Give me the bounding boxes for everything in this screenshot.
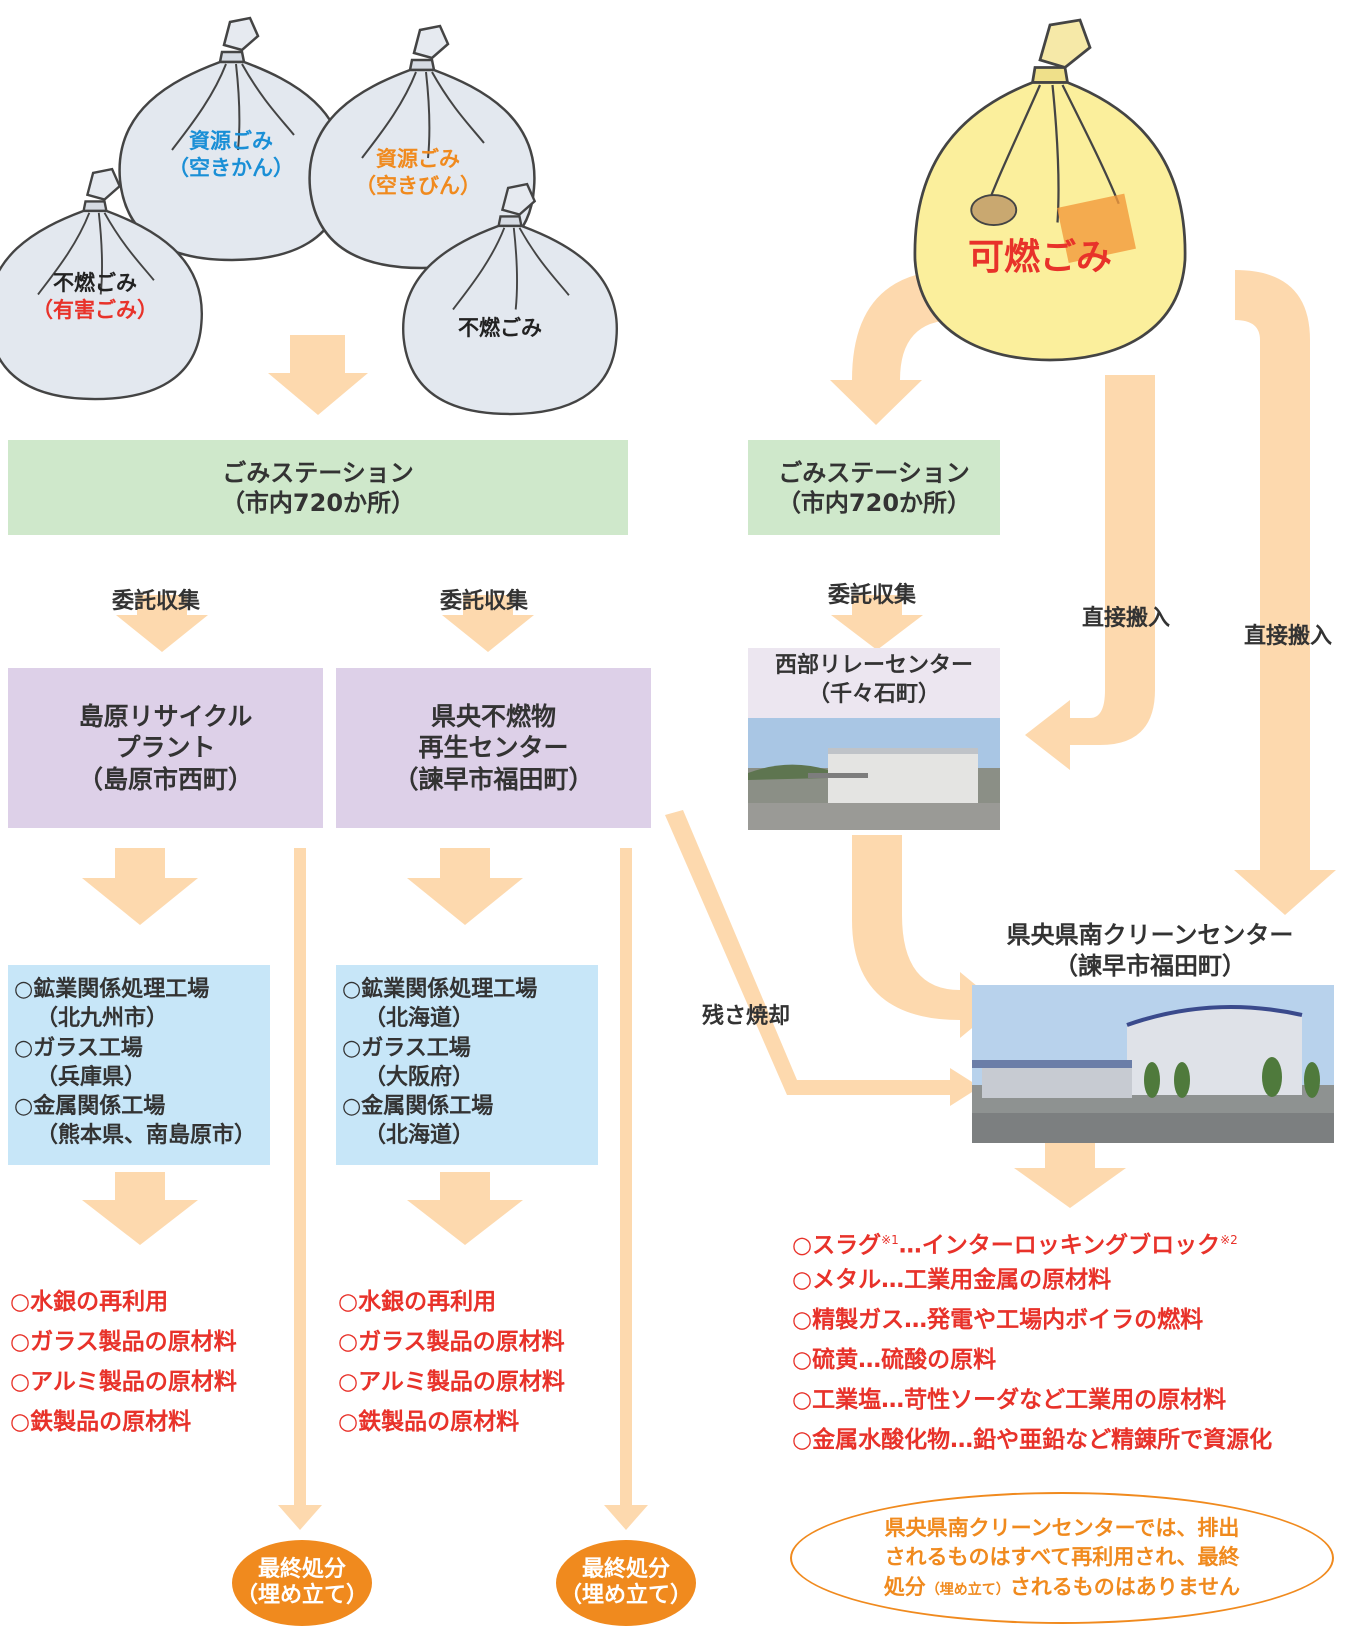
dest-left-item: ○鉱業関係処理工場 [14, 977, 210, 1002]
bag-label-shigen-bin: 資源ごみ（空きびん） [355, 147, 481, 199]
relay-center-location: （千々石町） [807, 681, 940, 707]
line-kenou-final [620, 848, 632, 1508]
use-right-slag: ○スラグ※1…インターロッキングブロック※2 [792, 1232, 1238, 1259]
garbage-bags [0, 16, 1187, 416]
use-left-item: ○アルミ製品の原材料 [10, 1369, 237, 1395]
dest-left-item: ○金属関係工場 [14, 1094, 166, 1119]
dest-mid-item: （北海道） [364, 1123, 475, 1149]
final-disposal-left: 最終処分（埋め立て） [232, 1540, 372, 1626]
label-itaku-2: 委託収集 [440, 589, 529, 614]
line-shimabara-final [294, 848, 306, 1508]
arrow-shimabara-to-dest [82, 848, 198, 925]
uses-mid: ○水銀の再利用 ○ガラス製品の原材料 ○アルミ製品の原材料 ○鉄製品の原材料 [338, 1282, 565, 1442]
use-right-item: ○硫黄…硫酸の原料 [792, 1347, 997, 1373]
use-mid-item: ○鉄製品の原材料 [338, 1409, 520, 1435]
final-disposal-mid: 最終処分（埋め立て） [556, 1540, 696, 1626]
dest-left-item: （兵庫県） [36, 1064, 147, 1090]
arrow-direct-to-clean [1234, 270, 1336, 915]
note-line-1: 県央県南クリーンセンターでは、排出 [884, 1515, 1240, 1540]
bag-label-funen-yugai: 不燃ごみ（有害ごみ） [32, 271, 158, 323]
station-right: ごみステーション（市内720か所） [748, 440, 1000, 535]
use-left-item: ○鉄製品の原材料 [10, 1409, 192, 1435]
dest-mid-item: ○金属関係工場 [342, 1094, 494, 1119]
arrow-station-to-kenou [442, 595, 534, 652]
arrow-bags-to-station [268, 335, 368, 415]
label-zansa: 残さ焼却 [702, 1004, 791, 1029]
arrow-kanen-to-station [830, 270, 955, 425]
line-zansa [665, 810, 955, 1095]
relay-center-card: 西部リレーセンター （千々石町） [748, 648, 1000, 830]
arrow-dest-left-to-uses [82, 1172, 198, 1245]
use-left-item: ○水銀の再利用 [10, 1289, 169, 1315]
bag-kanen [913, 18, 1187, 362]
dest-mid-item: （大阪府） [364, 1064, 475, 1090]
arrowhead-zansa [950, 1068, 980, 1106]
label-chokusetsu-2: 直接搬入 [1244, 624, 1333, 649]
plant-kenou: 県央不燃物再生センター（諫早市福田町） [336, 668, 651, 828]
uses-left: ○水銀の再利用 ○ガラス製品の原材料 ○アルミ製品の原材料 ○鉄製品の原材料 [10, 1282, 237, 1442]
arrow-kenou-to-dest [407, 848, 523, 925]
use-right-item: ○精製ガス…発電や工場内ボイラの燃料 [792, 1307, 1204, 1333]
destinations-mid: ○鉱業関係処理工場 （北海道） ○ガラス工場 （大阪府） ○金属関係工場 （北海… [336, 965, 598, 1165]
clean-center-photo [972, 985, 1334, 1143]
label-chokusetsu-1: 直接搬入 [1082, 606, 1171, 631]
arrowhead-final-left [278, 1505, 322, 1530]
clean-center-title: 県央県南クリーンセンター（諫早市福田町） [1006, 921, 1294, 981]
destinations-left: ○鉱業関係処理工場 （北九州市） ○ガラス工場 （兵庫県） ○金属関係工場 （熊… [8, 965, 270, 1165]
arrow-relay-to-clean [852, 835, 1000, 1038]
bag-label-shigen-kan: 資源ごみ（空きかん） [168, 129, 294, 181]
note-line-3: 処分（埋め立て）されるものはありません [883, 1574, 1241, 1599]
use-left-item: ○ガラス製品の原材料 [10, 1329, 237, 1355]
arrow-station-to-shimabara [116, 595, 208, 652]
dest-mid-item: （北海道） [364, 1006, 475, 1032]
relay-center-photo [748, 718, 1000, 830]
note-line-2: されるものはすべて再利用され、最終 [884, 1545, 1240, 1570]
use-mid-item: ○ガラス製品の原材料 [338, 1329, 565, 1355]
use-right-item: ○金属水酸化物…鉛や亜鉛など精錬所で資源化 [792, 1427, 1273, 1453]
use-mid-item: ○水銀の再利用 [338, 1289, 497, 1315]
bag-label-kanen: 可燃ごみ [968, 237, 1113, 278]
dest-mid-item: ○ガラス工場 [342, 1035, 471, 1061]
arrowhead-final-mid [604, 1505, 648, 1530]
arrow-dest-mid-to-uses [407, 1172, 523, 1245]
uses-right: ○スラグ※1…インターロッキングブロック※2 ○メタル…工業用金属の原材料 ○精… [792, 1220, 1272, 1460]
use-mid-item: ○アルミ製品の原材料 [338, 1369, 565, 1395]
dest-left-item: （熊本県、南島原市） [36, 1123, 257, 1149]
arrow-direct-to-relay [1025, 375, 1155, 770]
bag-label-funen: 不燃ごみ [458, 316, 542, 340]
arrow-station-to-relay [831, 595, 923, 650]
arrow-clean-to-uses [1014, 1140, 1126, 1208]
note-oval: 県央県南クリーンセンターでは、排出 されるものはすべて再利用され、最終 処分（埋… [790, 1492, 1334, 1624]
use-right-item: ○メタル…工業用金属の原材料 [792, 1267, 1112, 1293]
dest-left-item: ○ガラス工場 [14, 1035, 143, 1061]
use-right-item: ○工業塩…苛性ソーダなど工業用の原材料 [792, 1387, 1227, 1413]
station-left: ごみステーション（市内720か所） [8, 440, 628, 535]
relay-center-name: 西部リレーセンター [774, 653, 973, 678]
plant-shimabara: 島原リサイクルプラント（島原市西町） [8, 668, 323, 828]
dest-left-item: （北九州市） [36, 1006, 169, 1032]
dest-mid-item: ○鉱業関係処理工場 [342, 977, 538, 1002]
label-itaku-3: 委託収集 [828, 583, 917, 608]
label-itaku-1: 委託収集 [112, 589, 201, 614]
